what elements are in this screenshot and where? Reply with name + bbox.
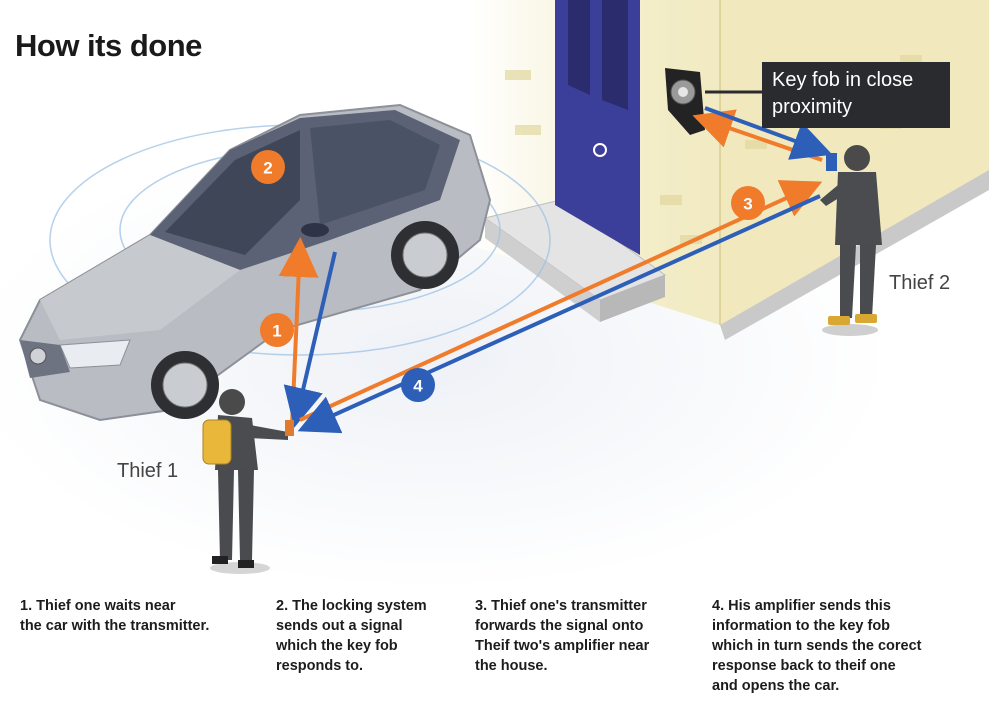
step-3-text: 3. Thief one's transmitter forwards the … bbox=[475, 598, 650, 674]
badge-4-label: 4 bbox=[413, 377, 423, 396]
page-title: How its done bbox=[15, 28, 202, 63]
badge-1-label: 1 bbox=[272, 322, 281, 341]
signal-line-fob-to-amp bbox=[704, 106, 833, 160]
thief-1-label: Thief 1 bbox=[117, 460, 179, 482]
step-1-text: 1. Thief one waits near the car with the… bbox=[20, 598, 210, 634]
amplifier-device bbox=[826, 153, 837, 171]
step-4-text: 4. His amplifier sends this information … bbox=[712, 598, 922, 694]
badge-4: 4 bbox=[401, 368, 435, 402]
signal-paths bbox=[278, 106, 833, 434]
signal-line-3 bbox=[299, 180, 823, 422]
badge-1: 1 bbox=[260, 313, 294, 347]
backpack bbox=[202, 419, 232, 465]
thief-2-label: Thief 2 bbox=[889, 272, 951, 294]
transmitter-device bbox=[285, 420, 294, 436]
signal-line-2 bbox=[283, 251, 337, 428]
badge-2-label: 2 bbox=[263, 159, 272, 178]
front-door bbox=[555, 0, 640, 255]
key-fob-callout: Key fob in close proximity bbox=[762, 62, 950, 128]
thief-2-figure bbox=[820, 145, 882, 336]
thief-1-figure bbox=[202, 389, 294, 574]
badge-2: 2 bbox=[251, 150, 285, 184]
step-2-text: 2. The locking system sends out a signal… bbox=[276, 598, 427, 674]
signal-line-4 bbox=[297, 194, 821, 434]
badge-3-label: 3 bbox=[743, 195, 752, 214]
badge-3: 3 bbox=[731, 186, 765, 220]
